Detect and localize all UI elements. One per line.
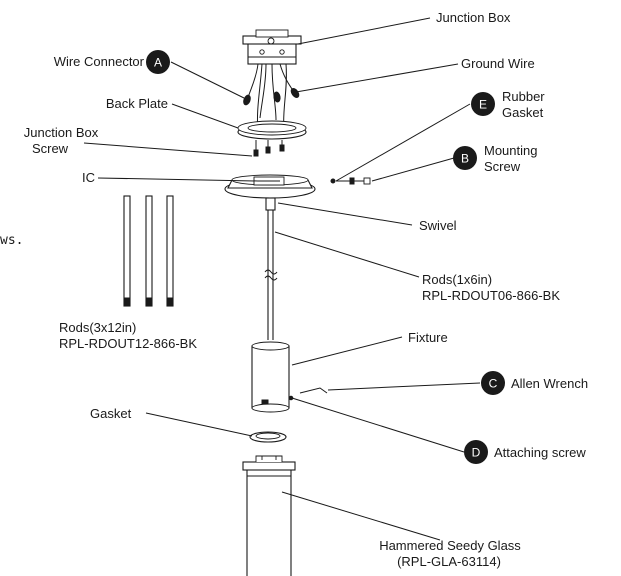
label-glass-line1: Hammered Seedy Glass [379,538,521,553]
wire-connector-parts [243,88,300,106]
label-ic: IC [82,170,95,185]
badge-a: A [146,50,170,74]
junction-box-screws [253,140,285,157]
junction-box [242,29,302,65]
clipped-text: ws. [0,233,23,248]
label-junction-box: Junction Box [436,10,511,25]
label-mounting-screw-line1: Mounting [484,143,537,158]
label-junction-box-screw-line1: Junction Box [24,125,99,140]
label-attaching-screw: Attaching screw [494,445,586,460]
allen-wrench-part [299,387,328,394]
label-rods-short-line1: Rods(1x6in) [422,272,492,287]
label-wire-connector: Wire Connector [54,54,145,69]
swivel [265,197,276,211]
badge-b: B [453,146,477,170]
fixture-body [251,341,294,413]
badge-a-letter: A [154,56,162,70]
label-fixture: Fixture [408,330,448,345]
badge-d-letter: D [472,446,481,460]
badge-e: E [471,92,495,116]
gasket-part [249,431,287,443]
label-mounting-screw-line2: Screw [484,159,521,174]
mounting-screw-part [330,177,371,185]
badge-b-letter: B [461,152,469,166]
label-glass-line2: (RPL-GLA-63114) [397,554,501,569]
badge-e-letter: E [479,98,487,112]
rod-short [264,210,278,340]
label-ground-wire: Ground Wire [461,56,535,71]
glass-shade [242,455,296,576]
rods-long [123,195,174,307]
badge-d: D [464,440,488,464]
label-junction-box-screw-line2: Screw [32,141,69,156]
label-rods-short-line2: RPL-RDOUT06-866-BK [422,288,560,303]
label-back-plate: Back Plate [106,96,168,111]
label-swivel: Swivel [419,218,457,233]
label-gasket: Gasket [90,406,132,421]
back-plate [237,120,307,140]
label-rods-long-line1: Rods(3x12in) [59,320,136,335]
badge-c: C [481,371,505,395]
label-rods-long-line2: RPL-RDOUT12-866-BK [59,336,197,351]
label-rubber-gasket-line2: Gasket [502,105,544,120]
label-rubber-gasket-line1: Rubber [502,89,545,104]
badge-c-letter: C [489,377,498,391]
canopy [224,174,316,199]
label-allen-wrench: Allen Wrench [511,376,588,391]
